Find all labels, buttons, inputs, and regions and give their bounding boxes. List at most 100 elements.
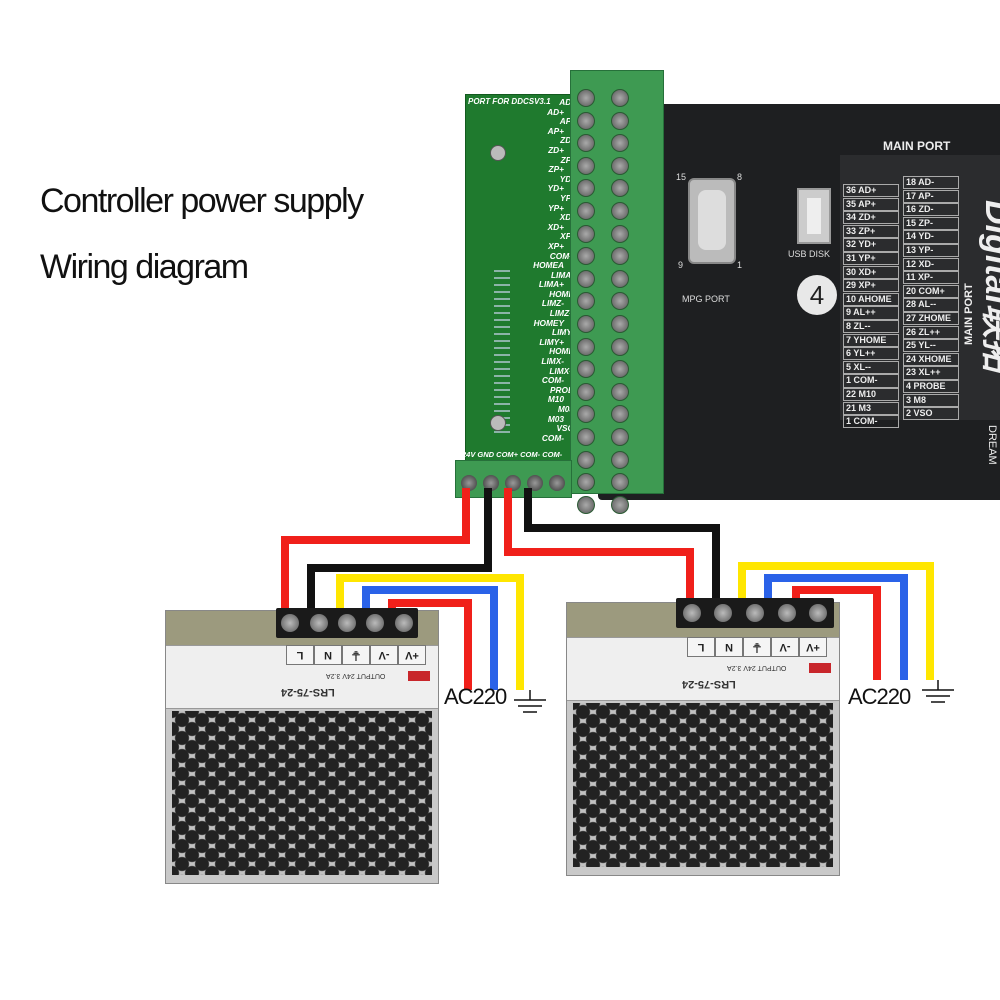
terminal-screw: [577, 405, 595, 424]
pin-label: AD-: [559, 97, 574, 107]
pin-label: YD-: [559, 173, 574, 184]
pin-label: COM+: [549, 250, 574, 261]
wire-black-psu2-vminus: [524, 488, 720, 604]
main-port-pin: 28 AL--: [903, 298, 959, 312]
ac220-label-1: AC220: [444, 684, 507, 709]
terminal-screw: [577, 179, 595, 198]
main-port-pin: 25 YL--: [903, 339, 959, 353]
pin-label: LIMA-: [550, 269, 574, 280]
pin-label: XP+: [548, 240, 564, 251]
main-port-pin: 26 ZL++: [903, 325, 959, 339]
main-port-pin: 11 XP-: [903, 271, 959, 285]
main-port-title: MAIN PORT: [883, 139, 951, 153]
pin-label: XD+: [547, 221, 564, 232]
main-port-pin: 1 COM-: [843, 415, 899, 429]
pin-label: M03: [547, 413, 564, 424]
pin-label: COM-: [541, 432, 564, 443]
terminal-screw: [611, 134, 629, 153]
terminal-screw: [577, 473, 595, 492]
diagram-title-line2: Wiring diagram: [40, 248, 249, 286]
main-port-pin: 31 YP+: [843, 251, 899, 266]
board-title: PORT FOR DDCSV3.1: [468, 97, 551, 106]
mpg-pin-1: 1: [737, 260, 743, 270]
main-port-pin: 22 M10: [843, 387, 899, 402]
pin-label: XD-: [559, 212, 574, 223]
main-port-pin: 32 YD+: [843, 238, 899, 252]
terminal-screw: [577, 224, 595, 243]
main-port-pin: 23 XL++: [903, 366, 959, 380]
main-port-pin: 15 ZP-: [903, 216, 959, 231]
terminal-screw: [577, 111, 595, 130]
pin-label: HOMEA: [533, 260, 564, 271]
main-port-pin: 14 YD-: [903, 230, 959, 244]
terminal-screw: [611, 224, 629, 243]
terminal-screw: [577, 156, 595, 175]
power-terminal-block: [455, 460, 572, 498]
mount-screw: [490, 415, 506, 431]
psu1-terminal-block: [276, 608, 418, 638]
terminal-screw: [611, 360, 629, 379]
terminal-screw: [577, 427, 595, 446]
pin-label: ZP+: [548, 164, 564, 175]
diagram-title-line1: Controller power supply: [40, 182, 364, 220]
pin-label: LIMZ+: [549, 308, 574, 319]
terminal-screw: [611, 382, 629, 401]
pin-label: LIMY-: [552, 327, 574, 338]
main-port-pin: 33 ZP+: [843, 224, 899, 239]
main-port-pin: 34 ZD+: [843, 211, 899, 225]
terminal-screw: [611, 337, 629, 356]
terminal-screw: [577, 337, 595, 356]
main-port-pin: 8 ZL--: [843, 319, 899, 334]
main-port-pin: 17 AP-: [903, 189, 959, 203]
pin-label: AP-: [559, 116, 574, 127]
terminal-screw: [577, 134, 595, 153]
main-port-pin: 29 XP+: [843, 279, 899, 293]
mpg-port-label: MPG PORT: [682, 294, 730, 304]
pin-label: AP+: [547, 125, 564, 136]
terminal-screw: [577, 269, 595, 288]
main-port-pin: 3 M8: [903, 393, 959, 407]
terminal-screw: [611, 179, 629, 198]
pin-label: PROB: [550, 384, 574, 395]
terminal-screw: [577, 450, 595, 469]
wire-black-psu1-vminus: [307, 488, 492, 620]
meanwell-logo: [809, 663, 831, 673]
main-port-pin: 21 M3: [843, 401, 899, 415]
main-port-pin: 6 YL++: [843, 347, 899, 361]
pin-label: VSO: [556, 423, 574, 434]
usb-port: [797, 188, 831, 244]
terminal-strip: [570, 70, 664, 514]
pin-label: YP+: [548, 202, 564, 213]
pin-label: HOME: [549, 288, 574, 299]
mpg-pin-8: 8: [737, 172, 743, 182]
terminal-screw: [611, 292, 629, 311]
terminal-screw: [611, 314, 629, 333]
pin-label: ZD+: [548, 144, 564, 155]
pin-label: LIMZ-: [541, 298, 564, 309]
ground-icon: [922, 680, 954, 703]
main-port-pin: 16 ZD-: [903, 203, 959, 217]
terminal-screw: [611, 247, 629, 266]
pin-label: ZP-: [560, 154, 574, 165]
main-port-pin: 20 COM+: [903, 284, 959, 299]
pin-label: ZD-: [560, 135, 574, 146]
pin-label: YP-: [560, 192, 574, 203]
terminal-screw: [577, 495, 595, 514]
pin-label: M10: [547, 394, 564, 405]
main-port-panel: [840, 155, 1000, 420]
wire-red-psu2-l: [792, 586, 881, 680]
pin-label: XP-: [560, 231, 574, 242]
number-badge: 4: [797, 275, 837, 315]
pin-label: HOME: [549, 346, 574, 357]
power-terminal-label: 24V GND COM+ COM- COM-: [462, 450, 563, 459]
pin-label: LIMA+: [538, 279, 564, 290]
main-port-pin: 4 PROBE: [903, 379, 959, 394]
main-port-pin: 35 AP+: [843, 197, 899, 211]
main-port-left-column: 36 AD+35 AP+34 ZD+33 ZP+32 YD+31 YP+30 X…: [843, 184, 899, 429]
ac220-label-2: AC220: [848, 684, 911, 709]
terminal-screw: [611, 156, 629, 175]
psu2-terminal-block: [676, 598, 834, 628]
